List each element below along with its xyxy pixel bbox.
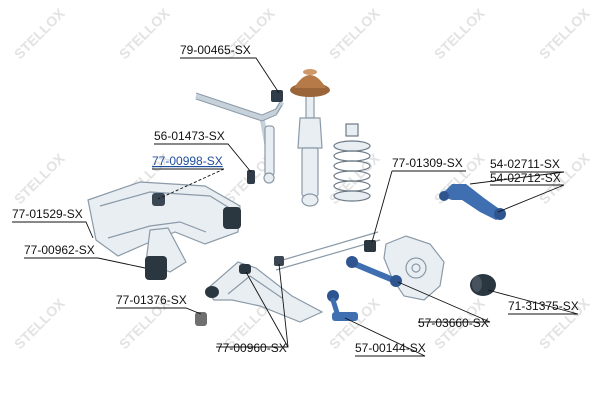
shock-absorber-drawing — [297, 91, 323, 207]
part-number-label[interactable]: 79-00465-SX — [180, 43, 251, 57]
stabilizer-bar-outline — [195, 92, 283, 122]
leader-line — [180, 57, 280, 94]
leader-line — [245, 271, 289, 348]
part-number-label[interactable]: 77-01309-SX — [392, 156, 463, 170]
knuckle-hub-center — [411, 263, 421, 273]
leader-line — [371, 170, 393, 243]
top-mount-icon — [290, 69, 330, 97]
leader-line — [116, 307, 202, 315]
part-number-label[interactable]: 77-01376-SX — [116, 293, 187, 307]
part-labels: 79-00465-SX 56-01473-SX 77-00998-SX 77-0… — [12, 43, 579, 355]
knuckle-bushing-icon[interactable] — [364, 240, 376, 252]
leader-line — [397, 281, 491, 323]
upper-control-arm-icon[interactable] — [439, 184, 506, 220]
toe-link-icon[interactable] — [327, 290, 358, 321]
part-number-label[interactable]: 56-01473-SX — [154, 129, 225, 143]
arm-bushing-icon[interactable] — [205, 286, 219, 298]
leader-line — [469, 171, 565, 185]
part-number-label[interactable]: 71-31375-SX — [508, 299, 579, 313]
watermark-text: STELLOX — [11, 295, 68, 352]
knuckle-drawing — [383, 235, 445, 301]
subframe-mount-icon — [223, 207, 241, 229]
part-number-label[interactable]: 57-03660-SX — [418, 316, 489, 330]
leader-line — [157, 168, 225, 200]
highlighted-parts — [145, 69, 506, 326]
part-number-label[interactable]: 57-00144-SX — [355, 341, 426, 355]
arm-bushing-icon[interactable] — [239, 264, 251, 274]
watermark-text: STELLOX — [431, 5, 488, 62]
stabilizer-link-joint — [263, 172, 275, 184]
shock-body — [301, 147, 319, 197]
camber-link-icon[interactable] — [346, 256, 402, 287]
spring-bump-stop — [345, 123, 359, 137]
stabilizer-link-drawing — [263, 125, 275, 184]
part-number-label[interactable]: 77-01529-SX — [12, 207, 83, 221]
subframe-body — [87, 181, 241, 257]
part-number-label[interactable]: 54-02712-SX — [490, 171, 561, 185]
leader-line — [487, 289, 579, 315]
leader-lines — [12, 57, 579, 357]
watermark-text: STELLOX — [11, 150, 68, 207]
leader-line — [154, 143, 252, 173]
suspension-drawing — [87, 91, 445, 323]
spring-seat-bottom — [333, 190, 371, 202]
leader-line — [344, 317, 426, 357]
subframe-lower-rail — [107, 221, 207, 239]
part-number-label[interactable]: 77-00960-SX — [216, 341, 287, 355]
leader-line — [12, 221, 94, 239]
part-number-label-highlighted[interactable]: 77-00998-SX — [152, 154, 223, 168]
shock-lower-eye — [301, 193, 319, 207]
stabilizer-link-icon[interactable] — [247, 170, 255, 184]
shock-boot — [297, 117, 323, 149]
cross-link-drawing — [275, 231, 379, 263]
arm-bushing-icon[interactable] — [195, 312, 207, 326]
stabilizer-bushing-icon[interactable] — [271, 90, 283, 102]
cross-link-lower — [275, 239, 381, 271]
arm-bushing-icon[interactable] — [274, 256, 284, 266]
part-number-label[interactable]: 54-02711-SX — [490, 157, 560, 171]
coil-spring-drawing — [333, 123, 371, 202]
spring-seat-top — [333, 140, 371, 152]
hub-bushing-icon[interactable] — [470, 274, 496, 296]
part-number-label[interactable]: 77-00962-SX — [24, 243, 95, 257]
watermark-text: STELLOX — [536, 5, 593, 62]
watermark-text: STELLOX — [11, 5, 68, 62]
subframe-rail — [99, 191, 237, 213]
leader-line — [24, 257, 146, 269]
subframe-bushing-icon[interactable] — [152, 193, 165, 206]
stabilizer-link-body — [264, 125, 275, 177]
leader-line — [490, 184, 565, 213]
control-arm-bushing-icon[interactable] — [145, 256, 167, 280]
watermark-text: STELLOX — [326, 5, 383, 62]
lower-arm-inner-edge — [227, 275, 283, 299]
watermark-text: STELLOX — [116, 5, 173, 62]
